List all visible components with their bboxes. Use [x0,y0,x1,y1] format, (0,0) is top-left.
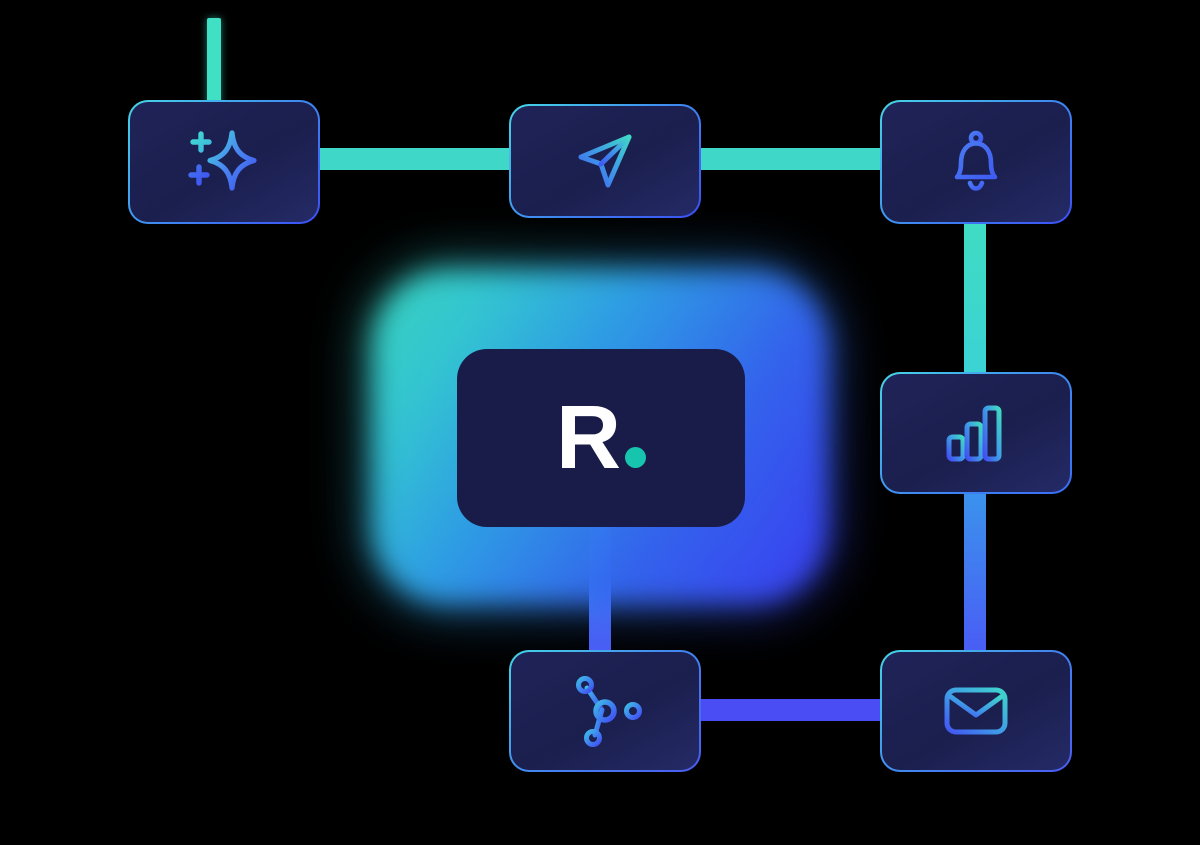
hub-logo-card[interactable]: R [457,349,745,527]
hub-logo-letter: R [556,388,621,488]
hub-logo-dot [625,447,646,468]
sparkle-icon [188,130,257,191]
hub-logo: R [556,393,646,483]
connector-notifications-to-analytics [964,216,986,382]
node-email[interactable] [880,650,1072,772]
node-notifications[interactable] [880,100,1072,224]
node-network-surface [511,652,699,770]
node-send[interactable] [509,104,701,218]
node-ai-sparkle[interactable] [128,100,320,224]
connector-stem-top [207,18,221,108]
network-share-icon [576,676,642,747]
mail-icon [944,687,1008,735]
node-notifications-surface [882,102,1070,222]
node-send-surface [511,106,699,216]
node-analytics[interactable] [880,372,1072,494]
node-analytics-surface [882,374,1070,492]
node-ai-sparkle-surface [130,102,318,222]
bell-icon [954,130,998,191]
node-network[interactable] [509,650,701,772]
connector-analytics-to-email [964,486,986,658]
connector-network-to-email [694,699,888,721]
connector-sparkle-to-send [312,148,516,170]
connector-send-to-notifications [694,148,888,170]
node-email-surface [882,652,1070,770]
send-icon [578,134,632,188]
bar-chart-icon [946,405,1002,462]
